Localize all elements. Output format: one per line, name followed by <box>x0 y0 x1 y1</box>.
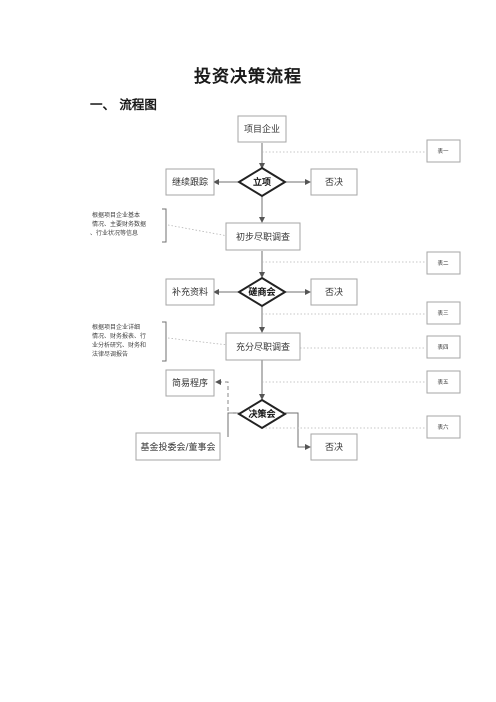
table-label-5: 表五 <box>437 378 449 386</box>
note2: 根据项目企业详细 情况、财务报表、行 业分析研究、财务和 法律尽调报告 <box>92 321 167 362</box>
page-title: 投资决策流程 <box>194 67 302 87</box>
box-initial-dd: 初步尽职调查 <box>225 222 301 251</box>
box-follow-label: 继续跟踪 <box>172 176 208 188</box>
diamond-lixiang: 立项 <box>237 166 287 198</box>
table-label-1: 表一 <box>437 147 449 155</box>
box-reject1-label: 否决 <box>325 176 343 188</box>
box-project: 项目企业 <box>237 115 287 143</box>
box-follow: 继续跟踪 <box>165 168 215 196</box>
box-simple: 简易程序 <box>165 369 215 397</box>
table-label-2: 表二 <box>437 259 449 267</box>
table-box-4: 表四 <box>426 335 461 359</box>
note1-leader <box>167 224 229 237</box>
box-committee: 基金投委会/董事会 <box>135 432 221 461</box>
note2-line4: 法律尽调报告 <box>92 350 128 358</box>
table-box-6: 表六 <box>426 415 461 439</box>
connectors <box>213 143 311 450</box>
box-full-dd-label: 充分尽职调查 <box>236 341 290 353</box>
box-project-label: 项目企业 <box>244 123 280 135</box>
box-reject2: 否决 <box>310 278 358 306</box>
section-heading: 一、 流程图 <box>90 97 157 112</box>
box-reject2-label: 否决 <box>325 286 343 298</box>
note1-line2: 情况、主要财务数据 <box>92 220 146 228</box>
box-reject3-label: 否决 <box>325 441 343 453</box>
table-box-1: 表一 <box>426 139 461 163</box>
note2-leader <box>167 337 229 346</box>
diamond-negotiate: 磋商会 <box>237 276 287 308</box>
table-box-5: 表五 <box>426 370 461 394</box>
diamond-lixiang-label: 立项 <box>253 176 271 188</box>
note1-line3: 、行业状况等信息 <box>90 229 138 237</box>
box-initial-dd-label: 初步尽职调查 <box>236 231 290 243</box>
table-label-3: 表三 <box>437 309 449 317</box>
table-label-4: 表四 <box>437 343 448 351</box>
box-supplement-label: 补充资料 <box>172 286 208 298</box>
diamond-decision: 决策会 <box>237 398 287 430</box>
table-label-6: 表六 <box>437 423 449 431</box>
note2-line3: 业分析研究、财务和 <box>92 341 146 349</box>
diamond-decision-label: 决策会 <box>248 408 276 420</box>
box-reject1: 否决 <box>310 168 358 196</box>
note1: 根据项目企业基本 情况、主要财务数据 、行业状况等信息 <box>90 208 167 243</box>
box-full-dd: 充分尽职调查 <box>225 332 301 361</box>
diamond-negotiate-label: 磋商会 <box>248 286 276 298</box>
box-reject3: 否决 <box>310 433 358 461</box>
note1-line1: 根据项目企业基本 <box>92 211 140 219</box>
table-leaders <box>262 151 426 429</box>
note2-line1: 根据项目企业详细 <box>92 323 140 331</box>
note2-line2: 情况、财务报表、行 <box>92 332 146 340</box>
box-committee-label: 基金投委会/董事会 <box>140 441 215 453</box>
table-box-3: 表三 <box>426 301 461 325</box>
box-simple-label: 简易程序 <box>172 377 208 389</box>
table-box-2: 表二 <box>426 251 461 275</box>
box-supplement: 补充资料 <box>165 278 215 306</box>
